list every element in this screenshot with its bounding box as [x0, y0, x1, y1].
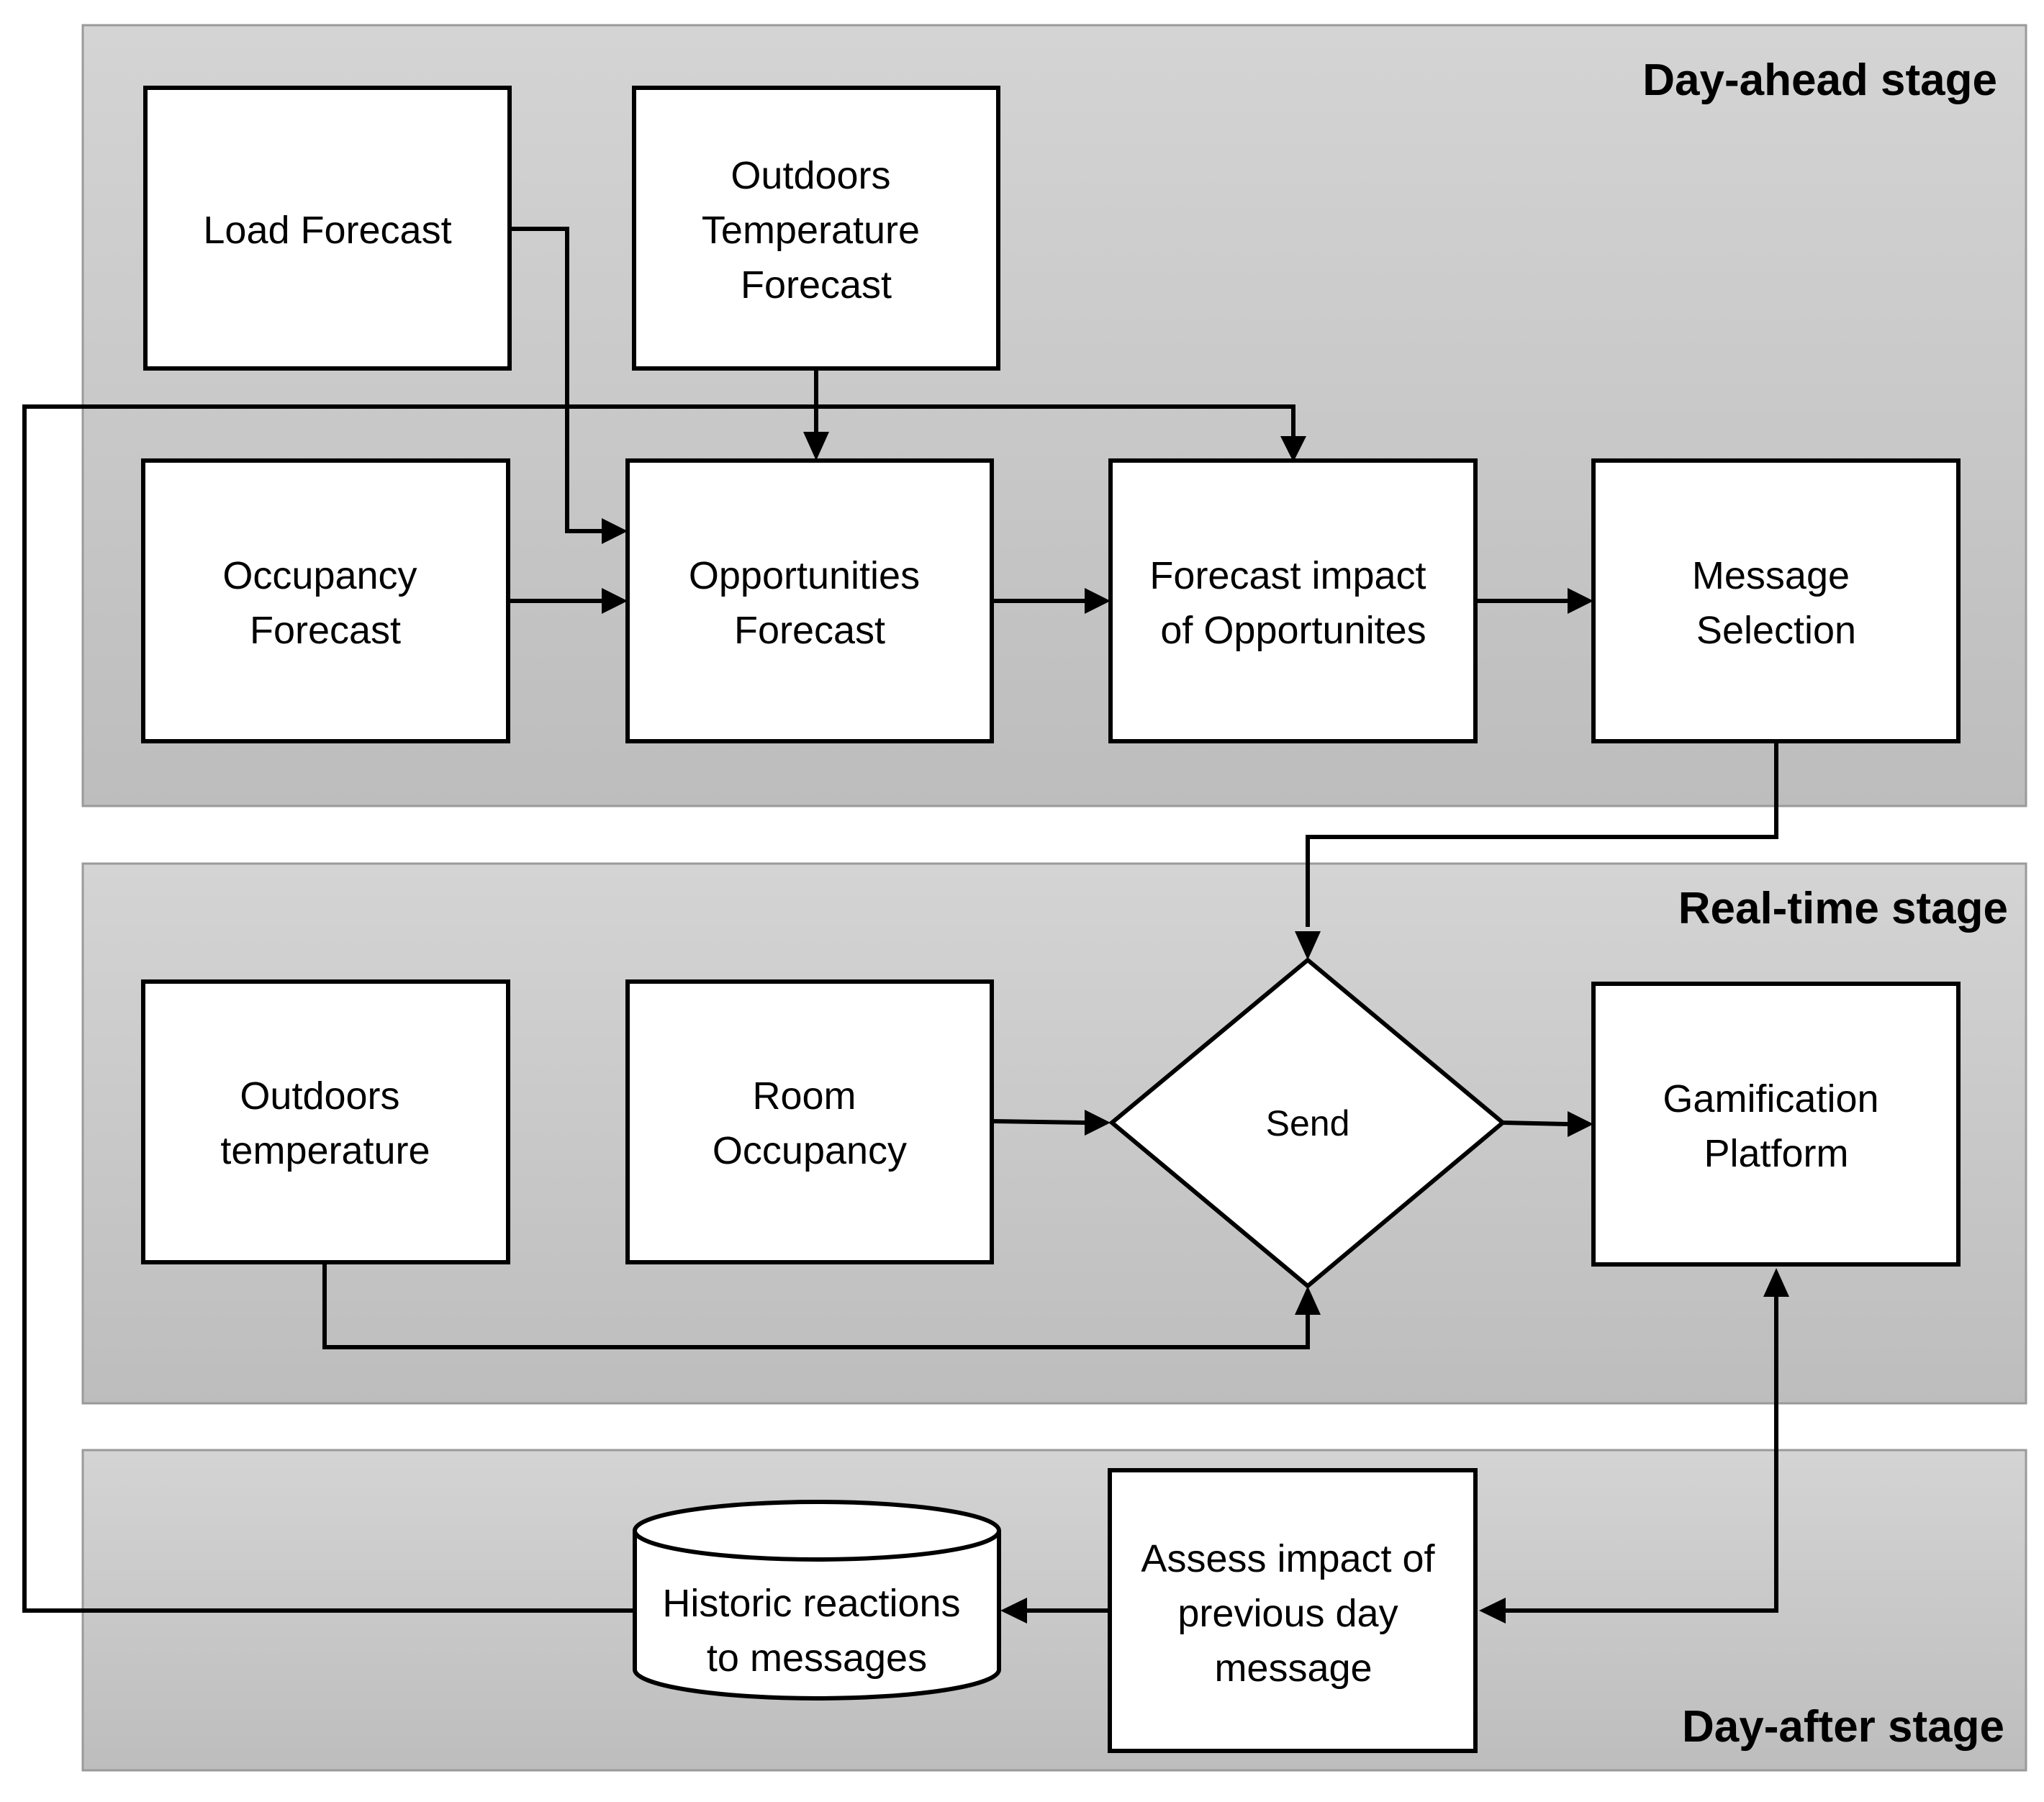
- arrowhead-occupancy-to-send: [1085, 1110, 1111, 1136]
- node-outdoors-temperature-forecast: Outdoors Temperature Forecast: [632, 86, 1000, 371]
- svg-text:Gamification Platform: Gamification Platform: [1663, 1077, 1889, 1175]
- arrowhead-opportunities-to-impact: [1085, 588, 1111, 614]
- occupancy-forecast-line-1: Occupancy: [222, 554, 417, 597]
- edge-send-to-gamification: [1502, 1120, 1568, 1126]
- outdoors-temperature-line-2: temperature: [220, 1129, 430, 1172]
- node-occupancy-forecast: Occupancy Forecast: [141, 458, 510, 743]
- svg-text:Occupancy Forecast: Occupancy Forecast: [222, 554, 428, 652]
- send-label: Send: [1266, 1103, 1350, 1144]
- opportunities-forecast-line-1: Opportunities: [689, 554, 920, 597]
- arrowhead-occupancy-to-opportunities: [602, 588, 628, 614]
- arrowhead-temperature-to-send: [1295, 1286, 1321, 1315]
- arrowhead-send-to-gamification: [1568, 1111, 1593, 1137]
- day-after-stage-title: Day-after stage: [1682, 1702, 2004, 1752]
- room-occupancy-line-2: Occupancy: [713, 1129, 907, 1172]
- opportunities-forecast-line-2: Forecast: [734, 609, 885, 652]
- arrowhead-to-assess: [1479, 1598, 1506, 1624]
- historic-reactions-line-1: Historic reactions: [662, 1582, 960, 1625]
- node-outdoors-temperature: Outdoors temperature: [141, 979, 510, 1264]
- node-room-occupancy: Room Occupancy: [625, 979, 994, 1264]
- node-historic-reactions: Historic reactions to messages: [633, 1500, 1001, 1701]
- load-forecast-line-1: Load Forecast: [203, 209, 451, 252]
- forecast-impact-line-1: Forecast impact: [1149, 554, 1426, 597]
- edge-occupancy-to-send: [991, 1119, 1085, 1125]
- edge-gamification-assess: [1506, 1295, 1778, 1613]
- arrowhead-to-historic: [1000, 1598, 1027, 1624]
- real-time-stage-title: Real-time stage: [1678, 884, 2008, 933]
- arrowheads: [602, 432, 1789, 1624]
- gamification-line-2: Platform: [1704, 1132, 1848, 1175]
- room-occupancy-line-1: Room: [752, 1074, 856, 1118]
- edge-selection-to-send: [1306, 741, 1778, 927]
- node-forecast-impact: Forecast impact of Opportunites: [1108, 458, 1478, 743]
- arrowhead-historic-feedback: [1280, 436, 1306, 462]
- forecast-impact-line-2: of Opportunites: [1160, 609, 1426, 652]
- temperature-forecast-line-2: Temperature: [702, 209, 920, 252]
- node-opportunities-forecast: Opportunities Forecast: [625, 458, 994, 743]
- arrowhead-selection-to-send: [1295, 931, 1321, 960]
- node-send-decision: Send: [1108, 957, 1506, 1289]
- svg-text:Send: Send: [1266, 1103, 1350, 1144]
- edge-temperature-to-send: [322, 1262, 1310, 1349]
- day-ahead-stage-title: Day-ahead stage: [1642, 55, 1997, 105]
- svg-text:Message Selection: Message Selection: [1692, 554, 1860, 652]
- edge-load-to-opportunities: [510, 227, 602, 533]
- svg-text:Room Occupancy: Room Occupancy: [713, 1074, 907, 1172]
- node-assess-impact: Assess impact of previous day message: [1108, 1468, 1478, 1753]
- node-load-forecast: Load Forecast: [143, 86, 512, 371]
- temperature-forecast-line-3: Forecast: [741, 263, 892, 307]
- arrowhead-load-to-opportunities: [602, 518, 628, 544]
- assess-impact-line-3: message: [1214, 1647, 1372, 1690]
- edge-historic-feedback: [22, 404, 1295, 1613]
- historic-reactions-line-2: to messages: [707, 1636, 927, 1680]
- svg-text:Outdoors temperature: Outdoors temperature: [220, 1074, 430, 1172]
- message-selection-line-2: Selection: [1696, 609, 1856, 652]
- svg-text:Assess impact of previou: Assess impact of previous day message: [1141, 1537, 1445, 1690]
- arrowhead-to-gamification: [1763, 1268, 1789, 1297]
- svg-text:Outdoors Temperature: Outdoors Temperature Forecast: [702, 154, 931, 307]
- arrowhead-temperature-forecast-to-opportunities: [803, 432, 829, 461]
- message-selection-line-1: Message: [1692, 554, 1850, 597]
- temperature-forecast-line-1: Outdoors: [731, 154, 890, 197]
- occupancy-forecast-line-2: Forecast: [250, 609, 401, 652]
- arrowhead-impact-to-selection: [1568, 588, 1593, 614]
- node-gamification-platform: Gamification Platform: [1591, 982, 1961, 1267]
- assess-impact-line-2: previous day: [1177, 1592, 1398, 1635]
- svg-text:Forecast impact of Oppor: Forecast impact of Opportunites: [1149, 554, 1437, 652]
- gamification-line-1: Gamification: [1663, 1077, 1878, 1120]
- connectors: [22, 227, 1778, 1613]
- svg-text:Historic reactions to me: Historic reactions to messages: [662, 1582, 971, 1680]
- outdoors-temperature-line-1: Outdoors: [240, 1074, 399, 1118]
- svg-text:Load Forecast: Load Forecast: [203, 209, 451, 252]
- assess-impact-line-1: Assess impact of: [1141, 1537, 1435, 1580]
- svg-text:Opportunities Forecast: Opportunities Forecast: [689, 554, 931, 652]
- node-message-selection: Message Selection: [1591, 458, 1961, 743]
